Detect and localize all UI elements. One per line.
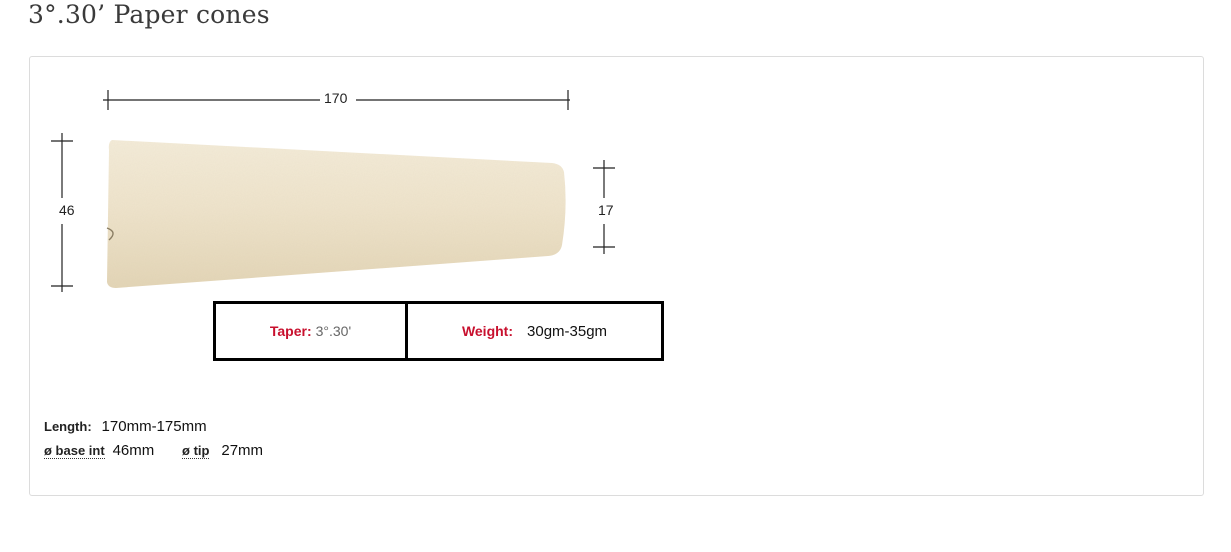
- weight-cell: Weight: 30gm-35gm: [408, 304, 661, 358]
- page-title: 3°.30’ Paper cones: [28, 0, 270, 29]
- dimension-notes: Length: 170mm-175mm ø base int 46mm ø ti…: [44, 418, 263, 466]
- base-note-label: ø base int: [44, 443, 105, 459]
- length-note: Length: 170mm-175mm: [44, 418, 263, 442]
- taper-label: Taper:: [269, 323, 312, 339]
- taper-value: 3°.30': [315, 323, 352, 339]
- weight-value: 30gm-35gm: [527, 322, 608, 340]
- length-note-label: Length:: [44, 419, 92, 434]
- base-dimension-label: 46: [56, 202, 78, 218]
- base-note-value: 46mm: [112, 442, 155, 459]
- taper-cell: Taper: 3°.30': [216, 304, 408, 358]
- tip-note-value: 27mm: [221, 442, 264, 459]
- diameter-note: ø base int 46mm ø tip 27mm: [44, 442, 263, 466]
- weight-label: Weight:: [461, 323, 514, 339]
- tip-dimension-label: 17: [595, 202, 617, 218]
- length-dimension-label: 170: [321, 90, 351, 106]
- length-note-value: 170mm-175mm: [101, 418, 207, 435]
- tip-note-label: ø tip: [182, 443, 210, 459]
- spec-table: Taper: 3°.30' Weight: 30gm-35gm: [213, 301, 664, 361]
